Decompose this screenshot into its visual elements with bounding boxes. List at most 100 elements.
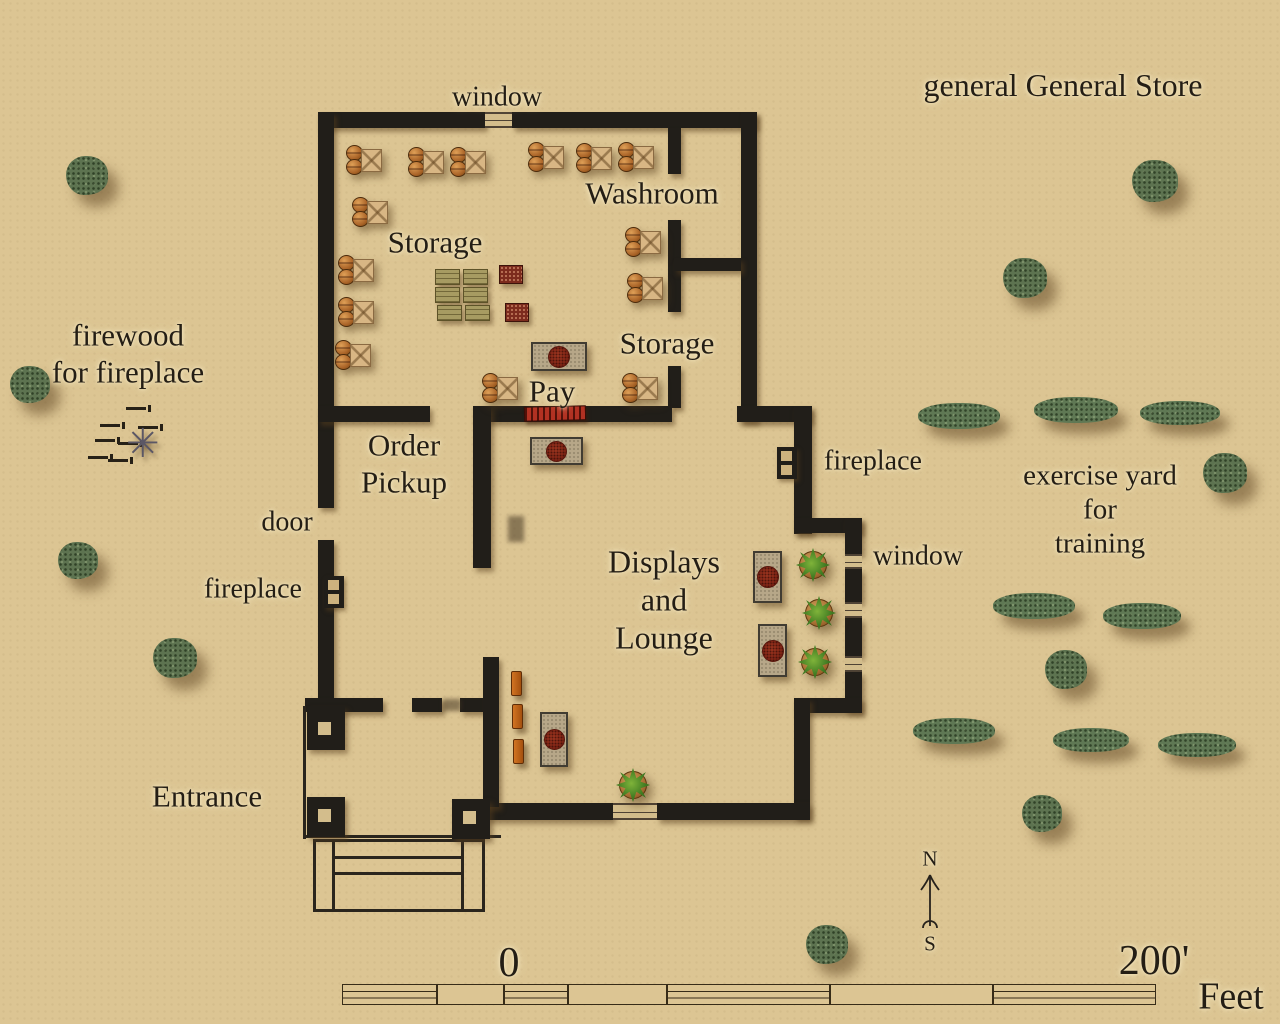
display-table-icon	[540, 712, 568, 767]
firewood-log-icon	[138, 424, 163, 431]
porch-stairs-line	[313, 839, 316, 912]
wall-segment	[845, 618, 862, 656]
porch-stairs-line	[303, 835, 501, 838]
wall-segment	[845, 569, 862, 602]
tree-icon	[153, 638, 197, 679]
wall-segment	[318, 406, 430, 422]
tree-icon	[806, 925, 848, 964]
barrel-crate-icon	[625, 226, 665, 260]
barrel-crate-icon	[576, 142, 616, 176]
hedge-icon	[1103, 603, 1181, 629]
firewood-log-icon	[95, 437, 120, 444]
label-storage-upper: Storage	[387, 224, 483, 260]
tree-icon	[1132, 160, 1178, 203]
wall-segment	[794, 698, 810, 818]
tree-icon	[58, 542, 98, 579]
porch-stairs-line	[461, 839, 464, 912]
wall-segment	[737, 406, 811, 422]
firewood-log-icon	[100, 422, 125, 429]
tree-icon	[66, 156, 108, 195]
hedge-icon	[913, 718, 995, 744]
red-crate-icon	[505, 303, 529, 322]
pallet-crate-icon	[465, 305, 490, 321]
window-icon	[485, 112, 512, 128]
compass-south-label: S	[924, 931, 936, 956]
display-table-icon	[753, 551, 782, 603]
porch-stairs-line	[303, 706, 306, 839]
label-order-pickup: Order Pickup	[360, 427, 448, 499]
bench-icon	[513, 739, 524, 764]
label-pay: Pay	[528, 373, 576, 409]
wall-segment	[473, 406, 491, 568]
tree-icon	[10, 366, 50, 403]
barrel-crate-icon	[482, 372, 522, 406]
hedge-icon	[918, 403, 1000, 429]
label-entrance: Entrance	[151, 778, 263, 814]
hedge-icon	[993, 593, 1075, 619]
bench-icon	[511, 671, 522, 696]
page-title: general General Store	[923, 67, 1203, 104]
wall-segment	[512, 112, 757, 128]
scale-unit-label: Feet	[1198, 975, 1264, 1018]
porch-pillar-core	[318, 722, 331, 735]
label-washroom: Washroom	[585, 175, 719, 211]
label-fireplace-right: fireplace	[824, 445, 922, 477]
scale-bar-segment	[342, 984, 437, 1005]
porch-stairs-line	[313, 839, 485, 842]
wall-segment	[657, 803, 810, 820]
window-icon	[845, 602, 862, 618]
door-shadow	[443, 699, 461, 711]
compass-north-label: N	[922, 846, 938, 871]
barrel-crate-icon	[450, 146, 490, 180]
wall-segment	[741, 112, 757, 422]
barrel-crate-icon	[335, 339, 375, 373]
scale-bar-segment	[993, 984, 1156, 1005]
wall-segment	[412, 698, 442, 712]
label-window-top: window	[451, 81, 543, 113]
label-firewood: firewood for fireplace	[51, 317, 205, 389]
woodpile-icon: ✳	[126, 421, 160, 466]
barrel-crate-icon	[528, 141, 568, 175]
label-exercise-yard: exercise yard for training	[1023, 459, 1177, 561]
hedge-icon	[1140, 401, 1220, 425]
potted-plant-icon	[802, 596, 836, 630]
window-icon	[845, 554, 862, 569]
scale-end-label: 200'	[1118, 938, 1190, 985]
tree-icon	[1203, 453, 1247, 494]
pallet-crate-icon	[463, 287, 488, 303]
scale-zero-label: 0	[498, 940, 520, 987]
window-icon	[613, 803, 657, 820]
pallet-crate-icon	[435, 287, 460, 303]
porch-stairs-line	[335, 856, 462, 859]
tree-icon	[1003, 258, 1047, 299]
potted-plant-icon	[616, 768, 650, 802]
scale-bar-segment	[437, 984, 504, 1005]
display-table-icon	[530, 437, 583, 465]
label-displays-lounge: Displays and Lounge	[608, 543, 720, 655]
potted-plant-icon	[796, 548, 830, 582]
barrel-crate-icon	[408, 146, 448, 180]
wall-segment	[318, 112, 334, 508]
wall-segment	[483, 657, 499, 807]
firewood-log-icon	[108, 457, 133, 464]
window-icon	[845, 656, 862, 672]
compass-arrow-icon	[920, 874, 940, 929]
barrel-crate-icon	[346, 144, 386, 178]
barrel-crate-icon	[618, 141, 658, 175]
pallet-crate-icon	[437, 305, 462, 321]
barrel-crate-icon	[338, 296, 378, 330]
wall-segment	[794, 406, 812, 534]
wall-segment	[318, 540, 334, 702]
wall-segment	[668, 128, 681, 174]
porch-stairs-line	[332, 839, 335, 912]
barrel-crate-icon	[352, 196, 392, 230]
wall-segment	[845, 518, 862, 554]
display-table-icon	[758, 624, 787, 677]
fireplace-icon	[324, 576, 344, 608]
label-window-right: window	[872, 540, 964, 572]
wall-segment	[668, 366, 681, 408]
porch-pillar-core	[463, 811, 476, 824]
fireplace-icon	[777, 447, 797, 479]
hedge-icon	[1034, 397, 1118, 423]
